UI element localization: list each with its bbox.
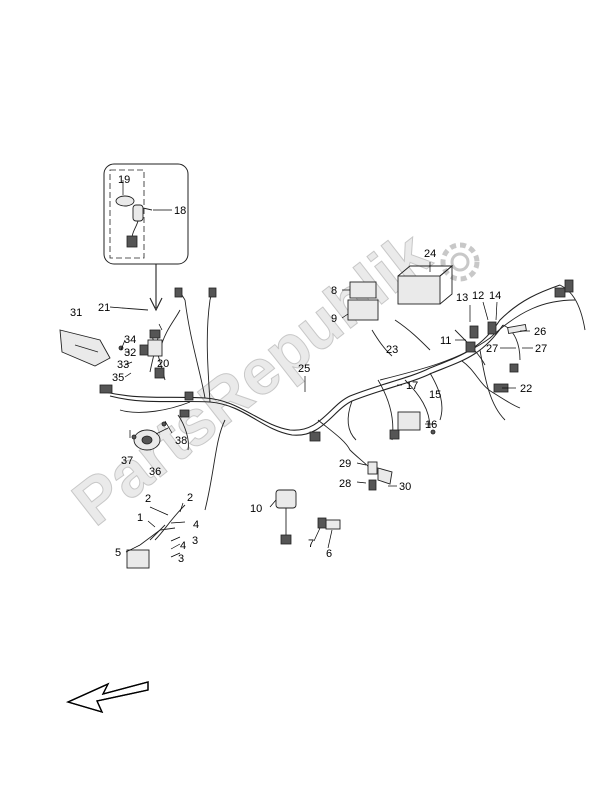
screw — [161, 421, 167, 427]
callout-27: 27 — [535, 343, 547, 355]
callout-36: 36 — [149, 466, 161, 478]
callout-15: 15 — [429, 389, 441, 401]
callout-34: 34 — [124, 334, 136, 346]
leader-lines — [109, 180, 533, 558]
callout-38: 38 — [175, 435, 187, 447]
callout-4: 4 — [180, 540, 186, 552]
screw — [131, 434, 137, 440]
callout-3: 3 — [192, 535, 198, 547]
connector — [280, 534, 292, 545]
screw — [430, 429, 436, 435]
callout-37: 37 — [121, 455, 133, 467]
callout-14: 14 — [489, 290, 501, 302]
callout-16: 16 — [425, 419, 437, 431]
callout-28: 28 — [339, 478, 351, 490]
ignition-switch — [132, 204, 144, 222]
connector — [184, 391, 194, 401]
fuse — [487, 321, 497, 335]
callout-18: 18 — [174, 205, 186, 217]
callout-21: 21 — [98, 302, 110, 314]
connector — [149, 329, 161, 339]
connector — [554, 287, 566, 298]
callout-23: 23 — [386, 344, 398, 356]
callout-3: 3 — [178, 553, 184, 565]
callout-9: 9 — [331, 313, 337, 325]
battery — [397, 275, 441, 305]
callout-32: 32 — [124, 347, 136, 359]
callout-2: 2 — [145, 493, 151, 505]
callout-4: 4 — [193, 519, 199, 531]
cdi-unit — [349, 281, 377, 299]
callout-22: 22 — [520, 383, 532, 395]
fuse-holder — [465, 341, 476, 353]
front-direction-arrow — [66, 681, 149, 714]
switch-connector — [126, 235, 138, 248]
band — [121, 307, 149, 311]
harness-connectors — [99, 279, 574, 442]
callout-13: 13 — [456, 292, 468, 304]
callout-29: 29 — [339, 458, 351, 470]
connector — [174, 287, 183, 298]
callout-1: 1 — [137, 512, 143, 524]
sensor-cap — [317, 517, 327, 529]
connector — [154, 367, 165, 379]
connector — [179, 409, 190, 418]
callout-12: 12 — [472, 290, 484, 302]
gear-icon — [440, 242, 480, 282]
connector — [99, 384, 113, 394]
brake-switch — [126, 549, 150, 569]
callout-17: 17 — [406, 380, 418, 392]
callout-19: 19 — [118, 174, 130, 186]
bracket — [507, 323, 527, 335]
callout-6: 6 — [326, 548, 332, 560]
connector — [564, 279, 574, 293]
relay — [147, 339, 163, 357]
callout-24: 24 — [424, 248, 436, 260]
plug — [368, 479, 377, 491]
callout-7: 7 — [308, 538, 314, 550]
coil — [377, 467, 393, 485]
sensor — [325, 519, 341, 530]
callout-33: 33 — [117, 359, 129, 371]
connector — [389, 429, 400, 440]
connector — [208, 287, 217, 298]
callout-25: 25 — [298, 363, 310, 375]
callout-31: 31 — [70, 307, 82, 319]
callout-labels: 1 2 2 3 3 4 4 5 6 7 8 9 10 11 12 13 14 1… — [70, 174, 547, 565]
horn-center — [141, 435, 153, 445]
callout-11: 11 — [440, 335, 451, 347]
key-cover — [115, 195, 135, 207]
connector — [309, 431, 321, 442]
callout-30: 30 — [399, 481, 411, 493]
callout-26: 26 — [534, 326, 546, 338]
callout-8: 8 — [331, 285, 337, 297]
callout-27: 27 — [486, 343, 498, 355]
callout-5: 5 — [115, 547, 121, 559]
spark-plug-cap — [367, 461, 378, 475]
callout-10: 10 — [250, 503, 262, 515]
inset-box — [103, 163, 189, 312]
callout-2: 2 — [187, 492, 193, 504]
callout-20: 20 — [157, 358, 169, 370]
fuse — [469, 325, 479, 339]
callout-35: 35 — [112, 372, 124, 384]
rectifier — [347, 299, 379, 321]
regulator — [397, 411, 421, 431]
connector — [509, 363, 519, 373]
starter-relay — [275, 489, 297, 509]
